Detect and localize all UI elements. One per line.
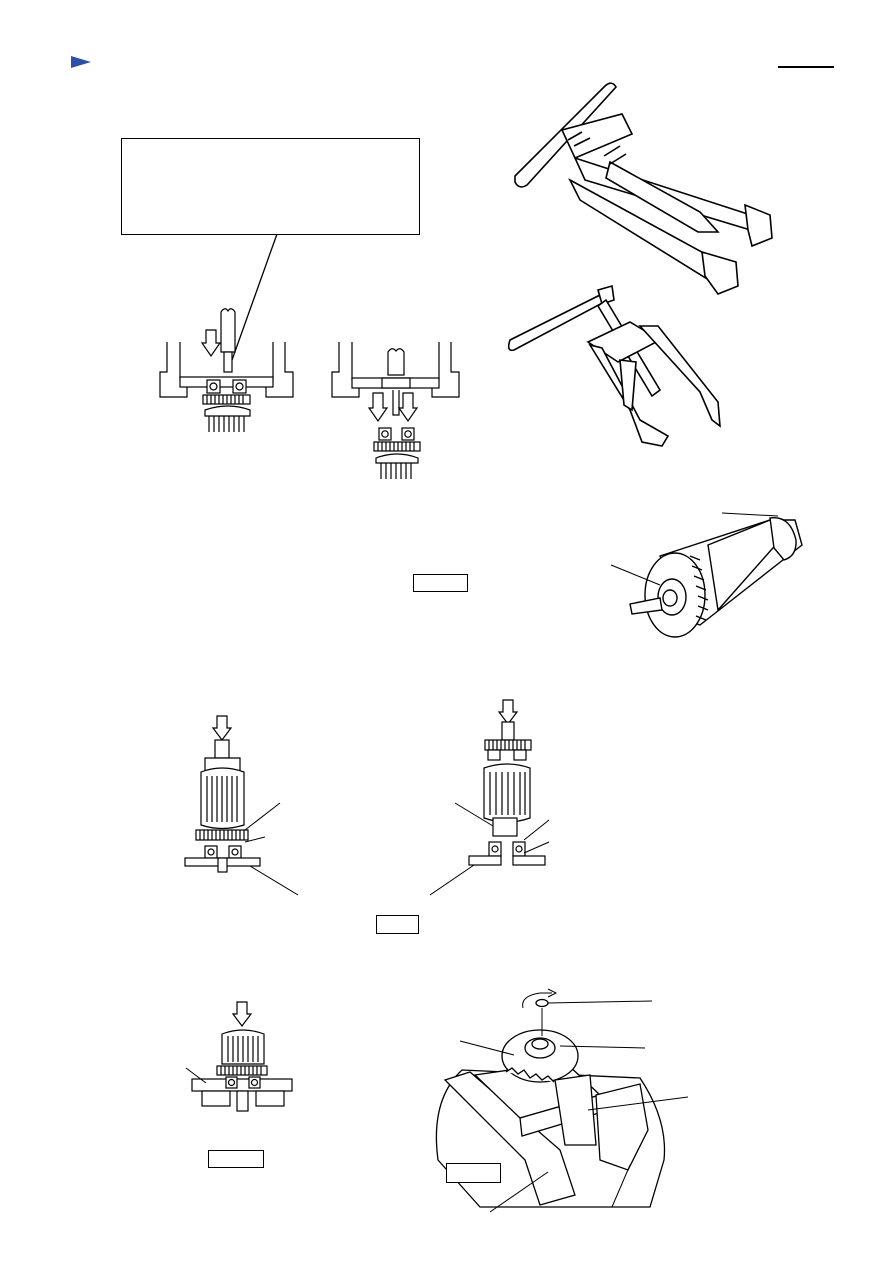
- vise-assembly-figure: [435, 988, 666, 1208]
- leader-a1: [244, 802, 281, 831]
- figure-label-box-4: [446, 1163, 501, 1183]
- gear-press-figure: [191, 1001, 293, 1112]
- leader-c1: [185, 1067, 207, 1084]
- leader-d2: [459, 1040, 515, 1056]
- press-fit-figure-right: [468, 699, 546, 866]
- leader-b1: [454, 802, 494, 827]
- press-fit-figure-left: [184, 715, 261, 873]
- triangle-right-icon: [71, 56, 91, 68]
- leader-a2: [244, 836, 266, 843]
- armature-leader-2: [610, 564, 661, 586]
- puller-press-figure-left: [159, 308, 294, 432]
- leader-b3: [523, 841, 550, 854]
- leader-d5: [489, 1171, 549, 1213]
- armature-illustration: [629, 516, 803, 638]
- leader-b4: [429, 864, 475, 896]
- figure-label-box-1: [413, 574, 468, 592]
- leader-d3: [559, 1045, 646, 1049]
- armature-leader-1: [721, 512, 779, 517]
- leader-d1: [547, 1000, 653, 1004]
- callout-leader: [231, 233, 278, 361]
- puller-pull-figure-right: [331, 342, 460, 479]
- figure-label-box-3: [208, 1150, 264, 1168]
- bearing-puller-tool-1: [514, 82, 773, 295]
- leader-a3: [249, 865, 299, 896]
- leader-d4: [587, 1096, 689, 1111]
- bearing-puller-tool-2: [507, 284, 721, 447]
- leader-d6: [611, 1164, 631, 1208]
- leader-b2: [523, 819, 550, 841]
- callout-box: [121, 138, 420, 235]
- figure-label-box-2: [376, 915, 419, 934]
